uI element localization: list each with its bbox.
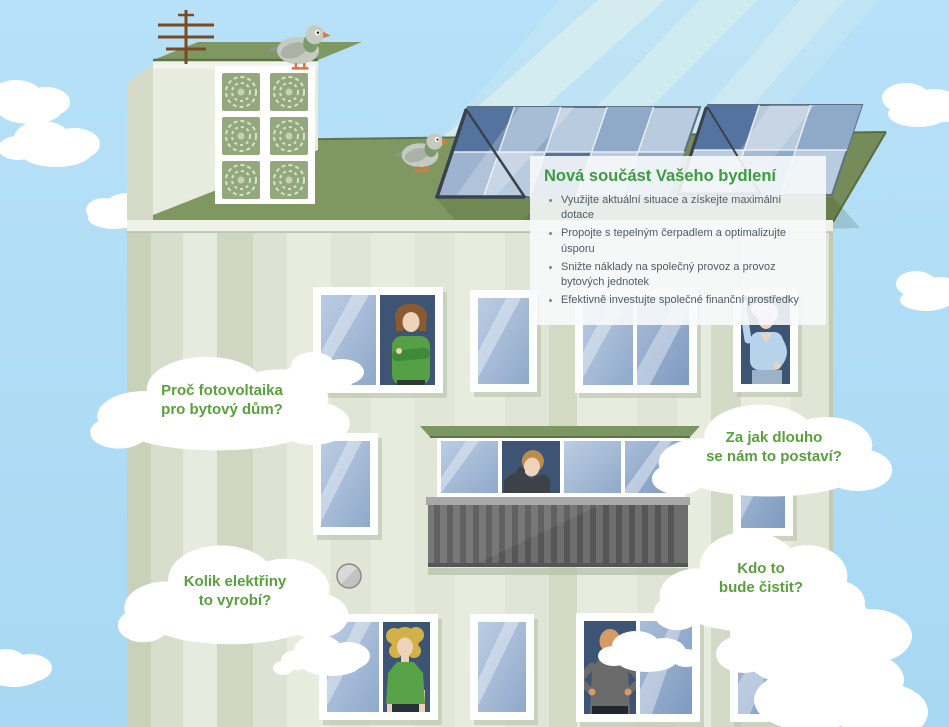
cloud-shape [90, 356, 350, 451]
info-box-bullet: Propojte s tepelným čerpadlem a optimali… [561, 226, 814, 257]
bg-cloud-right-top [882, 83, 949, 127]
question-cloud-label: Za jak dlouho se nám to postaví? [706, 428, 842, 466]
question-cloud-why-pv[interactable]: Proč fotovoltaika pro bytový dům? [88, 346, 356, 454]
bg-cloud-bottom-left [0, 649, 52, 687]
bg-cloud-top-left-2 [0, 121, 100, 167]
person-man-leaning-balcony [504, 450, 550, 493]
question-cloud-label: Proč fotovoltaika pro bytový dům? [161, 381, 283, 419]
bg-cloud-top-left-1 [0, 80, 70, 124]
solar-frame-left [435, 108, 526, 199]
balcony-overhang [420, 426, 700, 437]
cloud-shape [653, 531, 865, 633]
window-2 [470, 290, 541, 397]
person-curly-hair-green-shirt [386, 627, 425, 712]
cloud-shape [651, 404, 893, 497]
round-vent [336, 563, 362, 589]
question-cloud-label: Kolik elektřiny to vyrobí? [183, 572, 287, 610]
info-box-bullet: Využijte aktuální situace a získejte max… [561, 193, 814, 224]
info-box-bullets: Využijte aktuální situace a získejte max… [544, 193, 814, 308]
fg-cloud-window-7 [273, 635, 370, 676]
info-box-title: Nová součást Vašeho bydlení [544, 167, 776, 185]
info-box-bullet: Efektivně investujte společné finanční p… [561, 293, 814, 308]
window-7 [319, 614, 442, 725]
window-5 [313, 433, 382, 540]
balcony-railing [426, 497, 690, 575]
cloud-shape [117, 545, 349, 645]
question-cloud-how-much-energy[interactable]: Kolik elektřiny to vyrobí? [116, 534, 354, 648]
person-bald-man-hands-on-hips [584, 629, 636, 714]
question-cloud-how-long[interactable]: Za jak dlouho se nám to postaví? [650, 394, 898, 500]
person-woman-crossed-arms [392, 304, 430, 385]
antenna-icon [158, 10, 214, 64]
bg-cloud-right-mid [896, 271, 949, 311]
question-cloud-label: Kdo to bude čistit? [718, 559, 804, 597]
info-box: Nová součást Vašeho bydlení Využijte akt… [530, 156, 826, 325]
window-8 [470, 614, 538, 725]
info-box-bullet: Snižte náklady na společný provoz a prov… [561, 260, 814, 291]
question-cloud-who-cleans[interactable]: Kdo to bude čistit? [652, 520, 870, 636]
glass-block-panel [215, 66, 315, 204]
fg-cloud-window-9 [598, 631, 700, 672]
